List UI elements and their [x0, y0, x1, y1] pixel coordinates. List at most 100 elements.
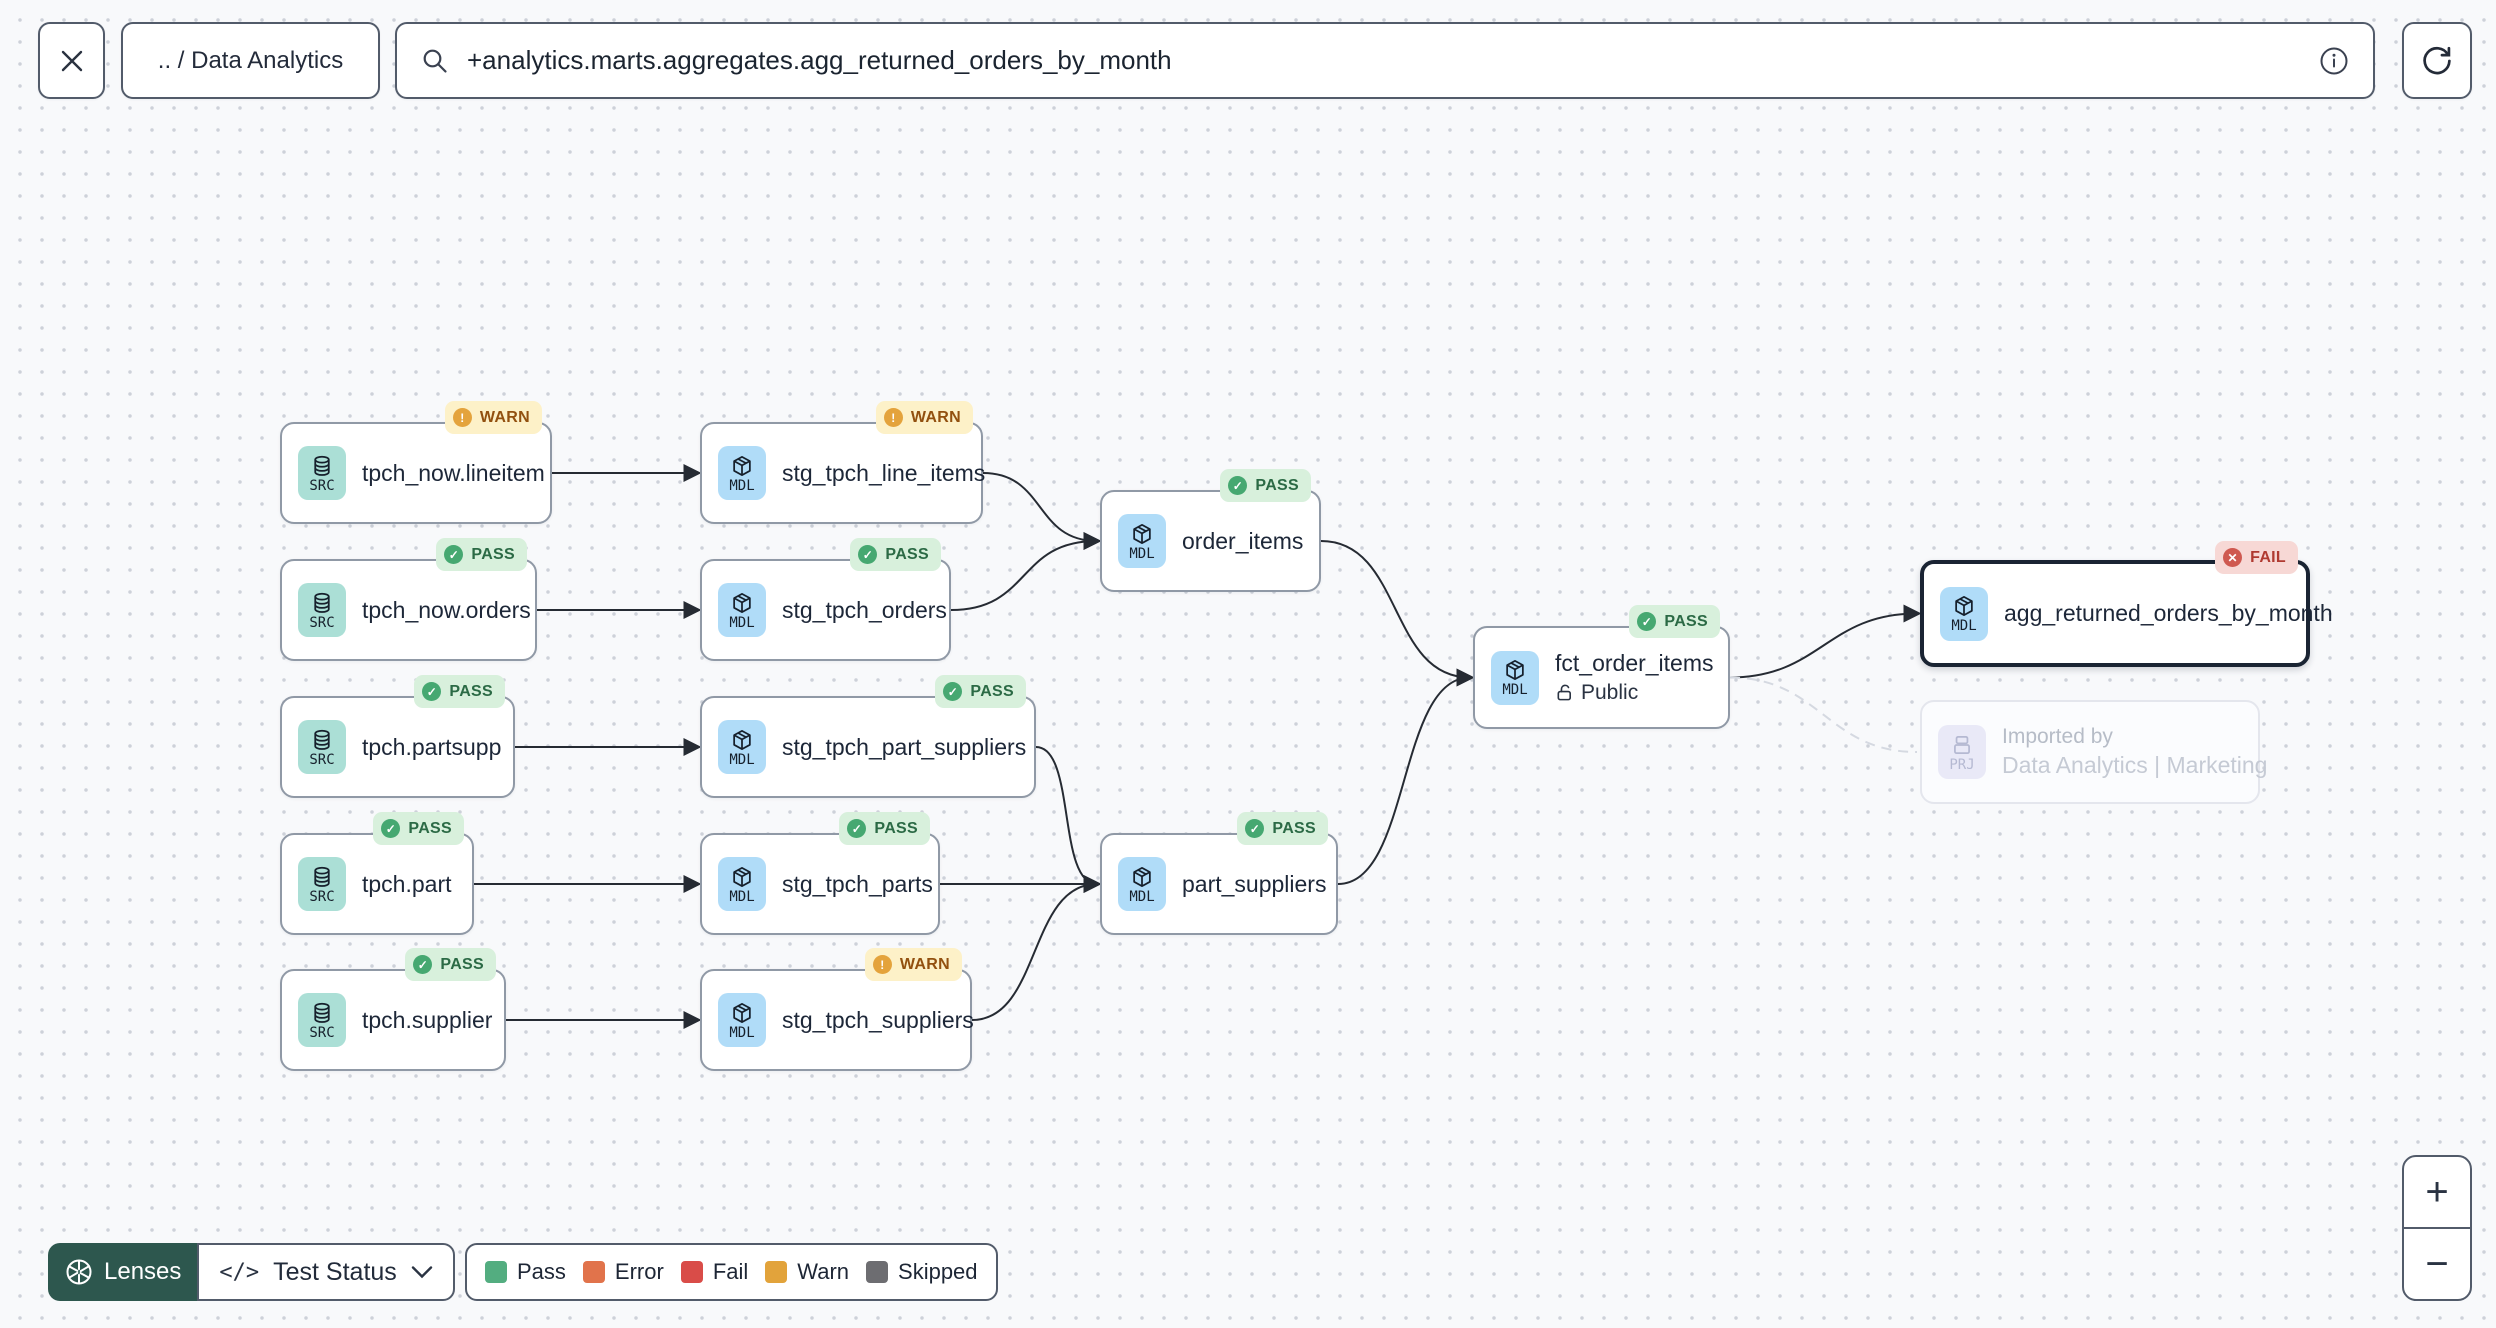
breadcrumb[interactable]: .. / Data Analytics — [121, 22, 380, 99]
node-title: stg_tpch_line_items — [782, 459, 986, 486]
status-dot-icon: ✓ — [444, 545, 464, 564]
legend-label: Warn — [797, 1259, 850, 1284]
info-icon[interactable] — [2319, 46, 2349, 76]
node-type-label: MDL — [1129, 888, 1155, 905]
status-dot-icon: ✓ — [422, 682, 442, 701]
node-order_items[interactable]: ✓PASS MDL order_items — [1100, 469, 1321, 592]
database-icon: SRC — [298, 857, 346, 911]
node-tpch_part[interactable]: ✓PASS SRC tpch.part — [280, 812, 474, 935]
zoom-out-button[interactable]: − — [2404, 1227, 2470, 1299]
status-dot-icon: ✓ — [1228, 476, 1248, 495]
status-label: PASS — [874, 819, 918, 837]
node-title: Imported by — [2002, 725, 2113, 748]
node-text: agg_returned_orders_by_month — [2004, 600, 2333, 626]
lens-selector-label: Test Status — [273, 1257, 397, 1286]
node-title: tpch.supplier — [362, 1006, 493, 1033]
node-type-label: MDL — [729, 614, 755, 631]
edge-stg_tpch_part_suppliers-part_suppliers — [1035, 746, 1102, 893]
lenses-label: Lenses — [104, 1258, 182, 1285]
status-badge-pass: ✓ PASS — [935, 675, 1026, 708]
lens-selector-dropdown[interactable]: </> Test Status — [197, 1243, 455, 1301]
cube-icon: MDL — [718, 446, 766, 500]
status-badge-pass: ✓PASS — [373, 812, 464, 845]
search-input[interactable] — [467, 45, 2301, 76]
cube-icon: MDL — [718, 720, 766, 774]
legend-swatch-fail — [680, 1261, 703, 1283]
status-dot-icon: ✓ — [413, 955, 433, 974]
node-text: stg_tpch_part_suppliers — [782, 734, 1026, 760]
legend-swatch-skipped — [866, 1261, 889, 1283]
node-title: tpch.part — [362, 870, 452, 897]
lenses-button[interactable]: Lenses — [48, 1243, 198, 1301]
search-bar — [395, 22, 2375, 99]
status-badge-pass: ✓PASS — [1629, 605, 1720, 638]
node-title: order_items — [1182, 527, 1304, 554]
legend-swatch-pass — [485, 1261, 507, 1283]
edge-stg_tpch_orders-order_items — [950, 532, 1102, 611]
node-text: tpch_now.lineitem — [362, 460, 545, 486]
node-title: tpch_now.orders — [362, 596, 531, 623]
node-text: tpch_now.orders — [362, 597, 531, 623]
node-type-label: MDL — [729, 888, 755, 905]
status-dot-icon: ✓ — [943, 682, 963, 701]
status-label: PASS — [449, 682, 493, 700]
status-label: FAIL — [2250, 548, 2286, 566]
status-badge-warn: ! WARN — [444, 401, 542, 434]
legend-swatch-error — [582, 1261, 605, 1283]
node-title: part_suppliers — [1182, 870, 1327, 897]
legend-label: Skipped — [898, 1259, 978, 1284]
zoom-controls: + − — [2402, 1155, 2472, 1301]
status-label: WARN — [479, 408, 530, 426]
node-tpch_partsupp[interactable]: ✓ PASS SRC tpch.partsupp — [280, 675, 515, 798]
node-text: part_suppliers — [1182, 871, 1326, 897]
edge-fct_order_items-imported_by — [1729, 676, 1918, 753]
node-title: fct_order_items — [1555, 650, 1714, 677]
status-dot-icon: ✓ — [858, 545, 878, 564]
refresh-button[interactable] — [2402, 22, 2472, 99]
node-stg_tpch_line_items[interactable]: !WARN MDL stg_tpch_line_items — [700, 401, 986, 524]
node-type-label: MDL — [729, 477, 755, 494]
legend-item-warn: Warn — [765, 1259, 849, 1285]
node-text: tpch.supplier — [362, 1007, 492, 1033]
node-text: stg_tpch_parts — [782, 871, 933, 897]
database-icon: SRC — [298, 720, 346, 774]
node-stg_tpch_parts[interactable]: ✓PASS MDL stg_tpch_parts — [700, 812, 940, 935]
node-stg_tpch_orders[interactable]: ✓PASS MDL stg_tpch_orders — [700, 538, 951, 661]
database-icon: SRC — [298, 583, 346, 637]
status-label: WARN — [899, 955, 950, 973]
close-button[interactable] — [38, 22, 105, 99]
status-label: PASS — [970, 682, 1014, 700]
node-type-label: MDL — [1129, 545, 1155, 562]
zoom-in-button[interactable]: + — [2404, 1157, 2470, 1227]
status-dot-icon: ! — [452, 408, 472, 427]
cube-icon: MDL — [718, 857, 766, 911]
status-badge-warn: !WARN — [875, 401, 973, 434]
node-type-label: MDL — [729, 1024, 755, 1041]
search-icon — [423, 49, 447, 73]
project-icon: PRJ — [1938, 725, 1986, 779]
node-type-label: MDL — [1951, 618, 1977, 634]
node-title: tpch.partsupp — [362, 733, 502, 760]
node-visibility: Public — [1555, 681, 1714, 705]
status-badge-pass: ✓PASS — [1220, 469, 1311, 502]
node-title: tpch_now.lineitem — [362, 459, 545, 486]
node-type-label: PRJ — [1949, 756, 1975, 773]
node-title: stg_tpch_parts — [782, 870, 933, 897]
node-stg_tpch_part_suppliers[interactable]: ✓ PASS MDL stg_tpch_part_suppliers — [700, 675, 1036, 798]
visibility-label: Public — [1581, 680, 1639, 704]
node-text: stg_tpch_orders — [782, 597, 947, 623]
cube-icon: MDL — [718, 583, 766, 637]
status-badge-pass: ✓PASS — [850, 538, 941, 571]
minus-icon: − — [2425, 1242, 2449, 1286]
status-badge-pass: ✓PASS — [839, 812, 930, 845]
status-dot-icon: ✓ — [1637, 612, 1657, 631]
